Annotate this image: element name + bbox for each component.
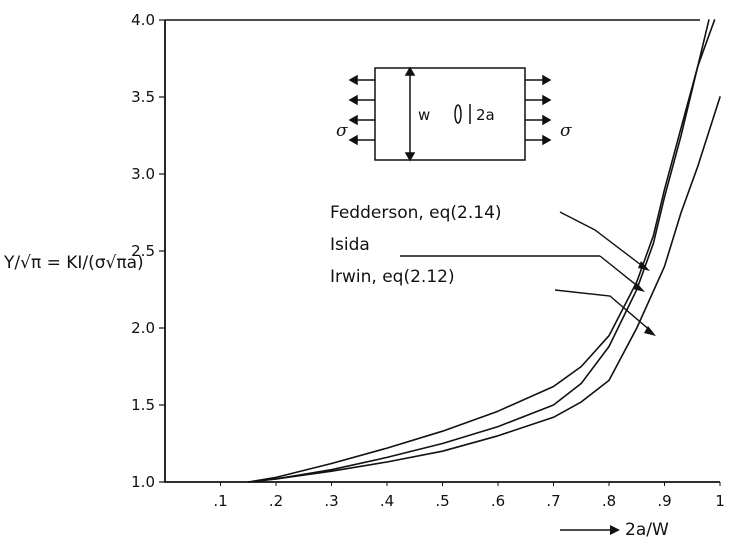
y-tick-labels: 1.0 1.5 2.0 2.5 3.0 3.5 4.0 — [131, 11, 165, 491]
specimen-plate — [374, 67, 526, 161]
series-line-2 — [247, 96, 721, 483]
inset-sigma-right: σ — [560, 121, 572, 141]
x-tick-label: .2 — [269, 492, 283, 510]
x-tick-label: .1 — [213, 492, 227, 510]
y-axis-label-text: Y/√π = KI/(σ√πa) — [3, 253, 144, 273]
x-axis-label-text: 2a/W — [625, 520, 669, 540]
x-tick-label: .7 — [546, 492, 560, 510]
axis-lines — [164, 20, 720, 483]
x-axis-label: 2a/W — [560, 520, 669, 540]
x-tick-label: .9 — [657, 492, 671, 510]
x-tick-label: .5 — [435, 492, 449, 510]
x-tick-label: .6 — [491, 492, 505, 510]
series-label-1: Isida — [330, 235, 370, 255]
y-tick-label: 1.5 — [131, 396, 155, 414]
x-tick-labels: .1 .2 .3 .4 .5 .6 .7 .8 .9 1 — [213, 482, 725, 510]
y-tick-label: 1.0 — [131, 473, 155, 491]
y-tick-label: 2.0 — [131, 319, 155, 337]
series-annotations: Fedderson, eq(2.14) Isida Irwin, eq(2.12… — [330, 203, 656, 336]
inset-sigma-left: σ — [336, 121, 348, 141]
y-axis-label: Y/√π = KI/(σ√πa) — [3, 253, 144, 273]
y-tick-label: 3.5 — [131, 88, 155, 106]
specimen-inset-diagram: w 2a σ σ — [336, 66, 572, 162]
y-tick-label: 2.5 — [131, 242, 155, 260]
x-tick-label: .8 — [602, 492, 616, 510]
series-line-0 — [247, 19, 716, 483]
series-label-0: Fedderson, eq(2.14) — [330, 203, 502, 223]
plot-axes — [164, 19, 720, 483]
inset-width-label: w — [418, 106, 430, 124]
series-line-1 — [247, 19, 710, 483]
series-label-2: Irwin, eq(2.12) — [330, 267, 455, 287]
y-tick-label: 4.0 — [131, 11, 155, 29]
crack — [454, 104, 462, 124]
x-tick-label: 1 — [715, 492, 725, 510]
inset-crack-label: 2a — [476, 106, 495, 124]
x-tick-label: .4 — [380, 492, 394, 510]
y-tick-label: 3.0 — [131, 165, 155, 183]
x-tick-label: .3 — [324, 492, 338, 510]
series-lines — [247, 19, 721, 483]
